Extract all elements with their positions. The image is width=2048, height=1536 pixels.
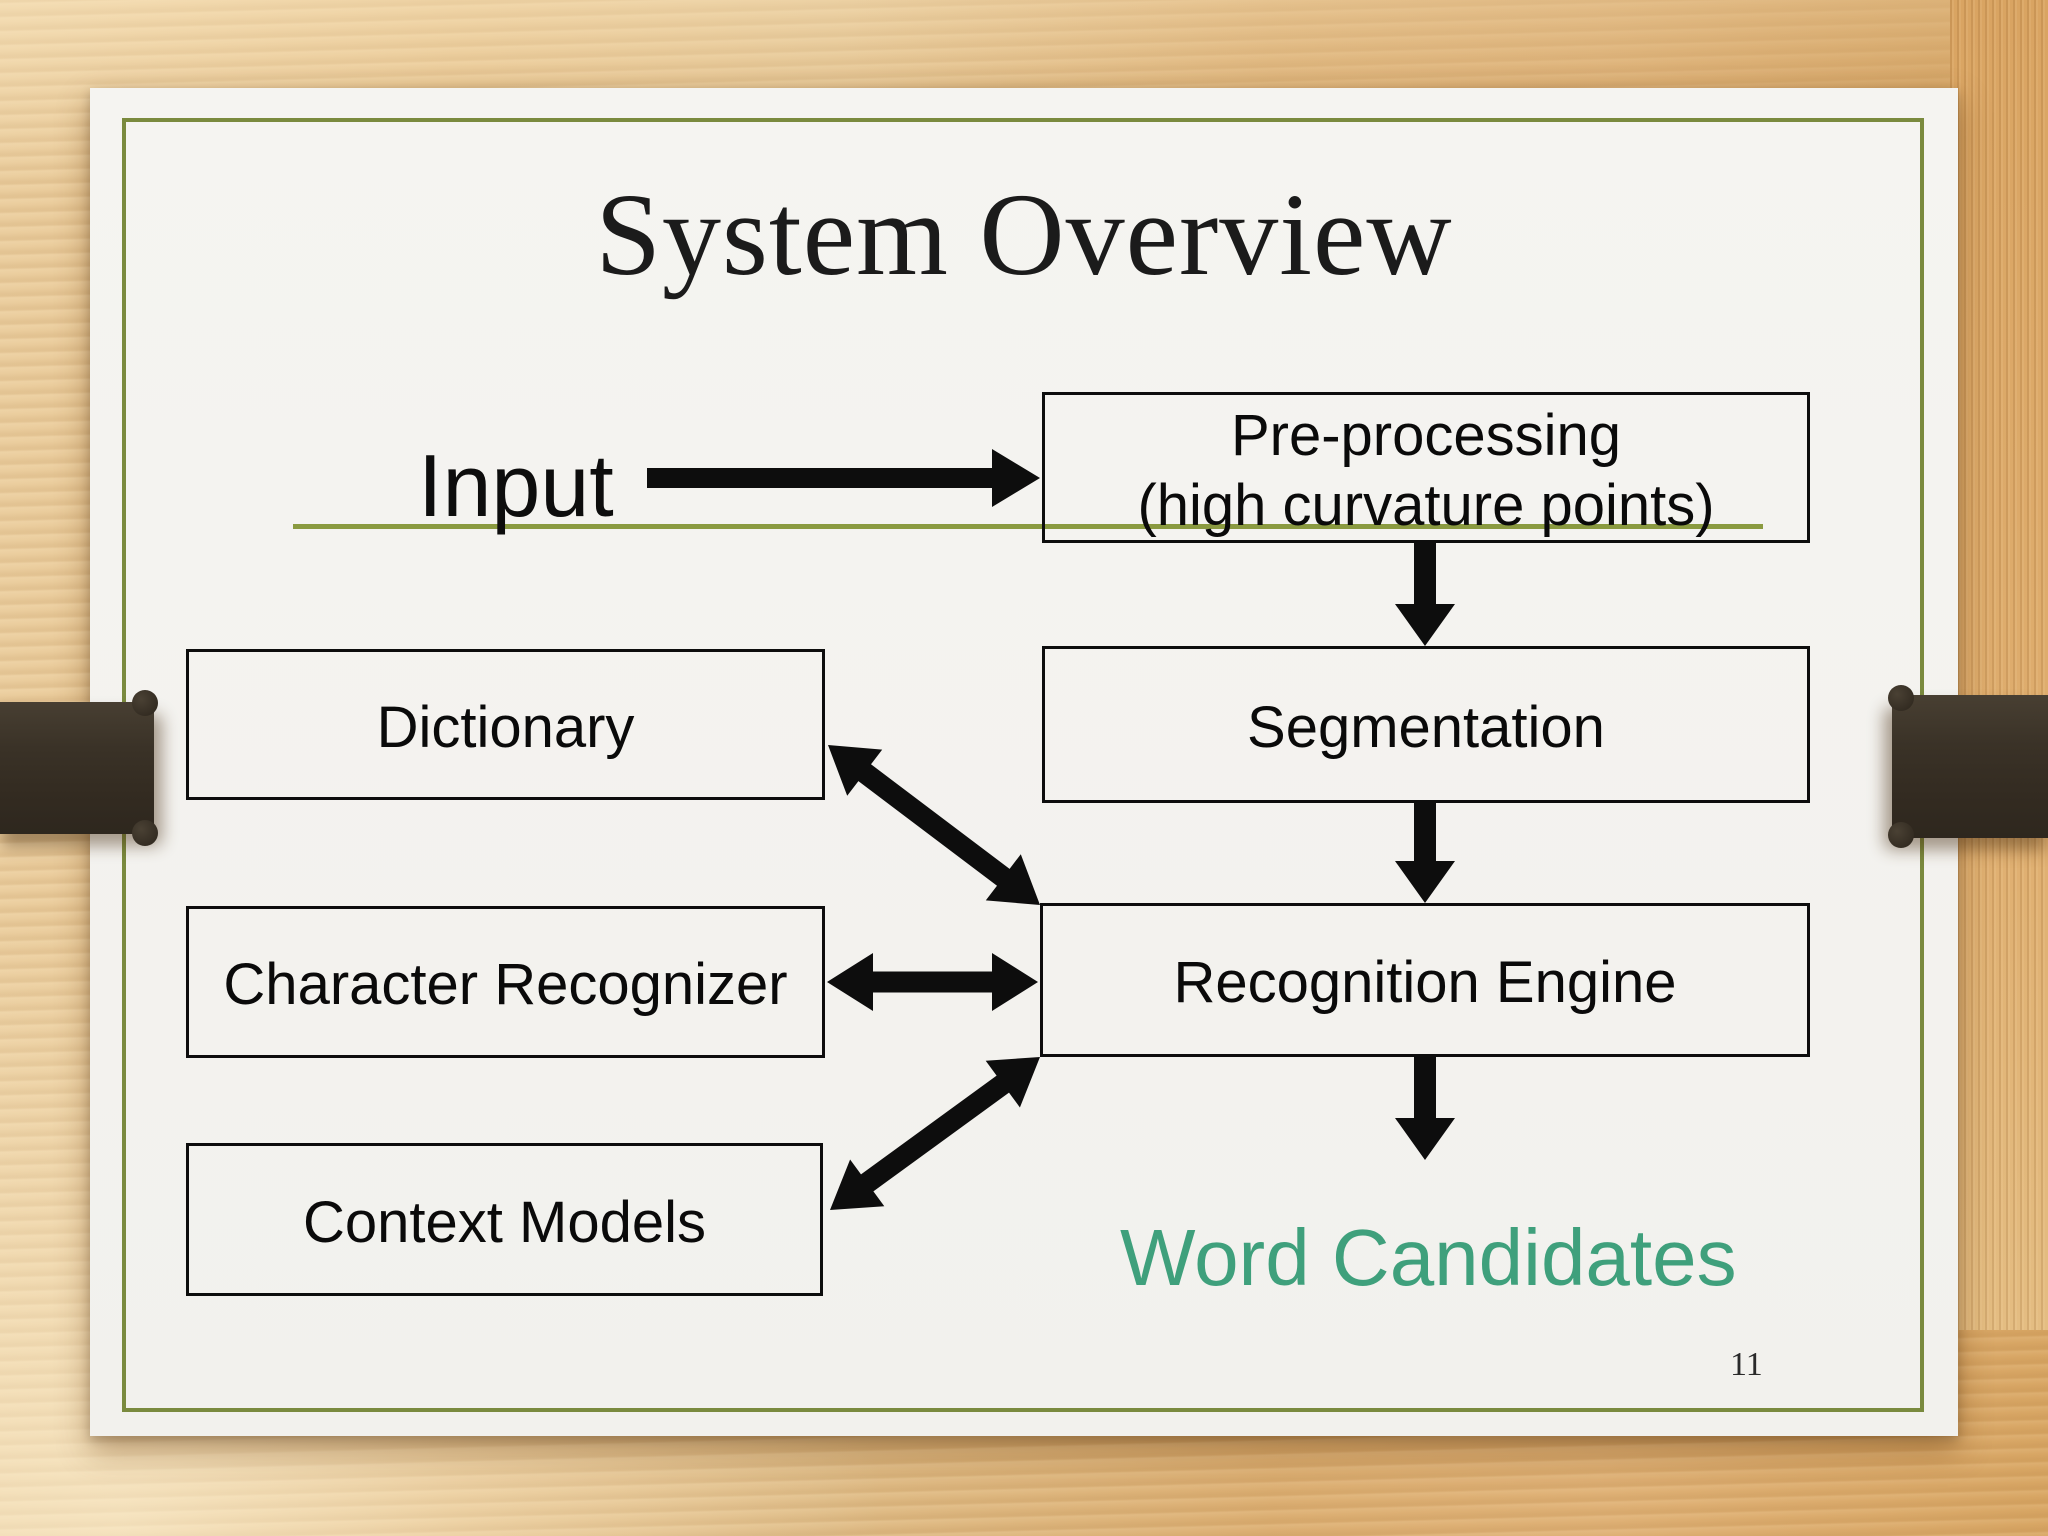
left-ribbon-clip (0, 690, 158, 846)
node-recognition-engine-label: Recognition Engine (1173, 950, 1677, 1016)
node-character-recognizer-label: Character Recognizer (223, 952, 788, 1018)
node-segmentation: Segmentation (1042, 646, 1810, 803)
node-dictionary-label: Dictionary (376, 694, 635, 760)
title-underline-rule (293, 524, 1763, 529)
node-recognition-engine: Recognition Engine (1040, 903, 1810, 1057)
arrow-character-recognition (827, 953, 1038, 1011)
node-preprocessing-line1: Pre-processing (1230, 402, 1622, 468)
node-dictionary: Dictionary (186, 649, 825, 800)
arrow-input-to-preprocessing (647, 449, 1040, 507)
right-ribbon-clip (1888, 685, 2048, 848)
arrow-segmentation-to-recognition (1395, 803, 1455, 903)
left-ribbon-knob-bottom-icon (132, 820, 158, 846)
slide-paper: System Overview Input Pre-processing (hi… (90, 88, 1958, 1436)
node-preprocessing-line2: (high curvature points) (1137, 472, 1715, 538)
arrow-dictionary-recognition (828, 745, 1040, 905)
arrow-preprocessing-to-segmentation (1395, 543, 1455, 646)
right-ribbon-knob-top-icon (1888, 685, 1914, 711)
word-candidates-label: Word Candidates (1120, 1213, 1737, 1302)
input-label: Input (418, 436, 614, 535)
slide-title: System Overview (595, 169, 1453, 300)
arrow-context-recognition (830, 1057, 1040, 1210)
left-ribbon-knob-top-icon (132, 690, 158, 716)
arrow-recognition-to-word-candidates (1395, 1057, 1455, 1160)
node-segmentation-label: Segmentation (1247, 694, 1605, 760)
arrows-overlay (647, 449, 1455, 1210)
node-context-models: Context Models (186, 1143, 823, 1296)
node-character-recognizer: Character Recognizer (186, 906, 825, 1058)
page-number: 11 (1730, 1346, 1763, 1383)
wood-grain-right-strip (1950, 0, 2048, 1330)
right-ribbon-knob-bottom-icon (1888, 822, 1914, 848)
node-preprocessing: Pre-processing (high curvature points) (1042, 392, 1810, 543)
node-context-models-label: Context Models (303, 1189, 706, 1255)
